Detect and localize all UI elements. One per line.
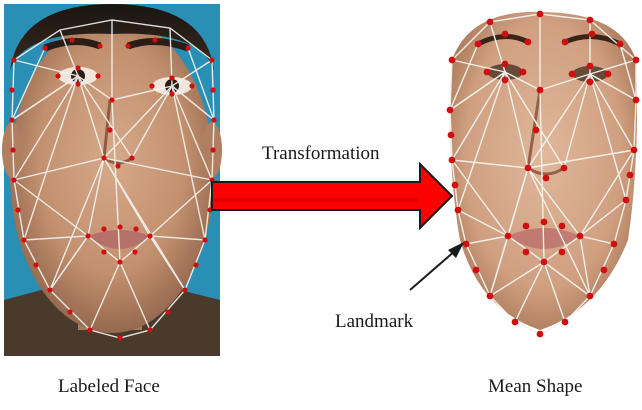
pointer-line [410, 250, 456, 290]
transformation-arrow [212, 164, 452, 228]
arrow-shape [212, 164, 452, 228]
labeled-face-photo [2, 4, 222, 356]
labeled-face-caption: Labeled Face [58, 376, 160, 398]
mean-shape-face [447, 11, 640, 338]
landmark-label: Landmark [335, 311, 413, 333]
face-shape [450, 12, 637, 330]
landmark-pointer [410, 242, 464, 290]
transformation-label: Transformation [262, 143, 380, 165]
mean-shape-caption: Mean Shape [488, 376, 582, 398]
